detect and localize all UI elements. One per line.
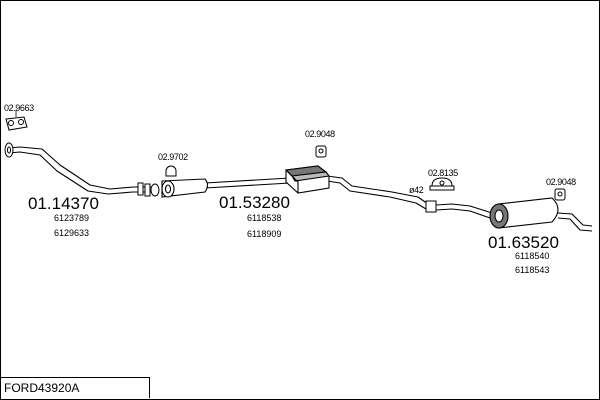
- front-flange-icon: [4, 142, 14, 158]
- clamp-part-icon: [165, 165, 177, 177]
- oe-number: 6129633: [54, 228, 89, 238]
- rear-connector-icon: [425, 200, 437, 213]
- middle-resonator: [161, 178, 209, 198]
- clamp-icon: [137, 182, 160, 197]
- diameter-label: ø42: [409, 185, 424, 195]
- accessory-ref-mount-mid: 02.9048: [305, 129, 335, 139]
- oe-number: 6118540: [515, 251, 549, 261]
- accessory-ref-clamp: 02.9702: [158, 152, 188, 162]
- accessory-ref-mount-rear: 02.9048: [546, 177, 576, 187]
- part-number-middle: 01.53280: [219, 193, 290, 212]
- accessory-ref-front-gasket: 02.9663: [4, 103, 34, 113]
- oe-number: 6118909: [247, 229, 281, 239]
- part-number-rear: 01.63520: [488, 233, 559, 252]
- oe-number: 6118538: [247, 213, 281, 223]
- rubber-mount-icon: [429, 177, 455, 191]
- rubber-mount-icon: [315, 145, 327, 158]
- oe-number: 6123789: [54, 213, 89, 223]
- rubber-mount-icon: [554, 188, 566, 201]
- rear-silencer: [489, 197, 559, 229]
- oe-number: 6118543: [515, 265, 549, 275]
- diagram-title: FORD43920A: [0, 377, 150, 398]
- middle-silencer: [284, 165, 330, 194]
- gasket-icon: [5, 116, 28, 131]
- part-number-front: 01.14370: [28, 194, 99, 213]
- accessory-ref-mount-rear-center: 02.8135: [428, 168, 458, 178]
